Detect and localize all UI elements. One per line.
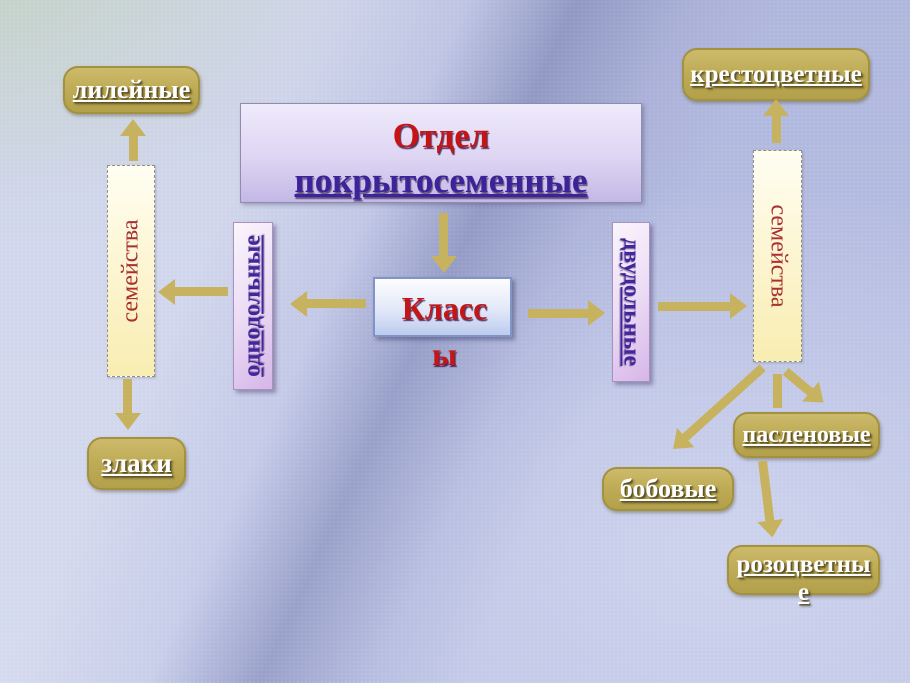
arrow-families-right-to-solanaceae	[783, 367, 832, 413]
arrow-solanaceae-to-rosaceae	[757, 460, 786, 540]
division-word: Отдел	[392, 116, 490, 155]
classes-label: Класс ы	[401, 290, 488, 372]
node-solanaceae: пасленовые	[733, 412, 880, 458]
node-rosaceae: розоцветны е	[727, 545, 880, 606]
node-grasses: злаки	[87, 437, 186, 490]
families-left-label: семейства	[117, 219, 144, 323]
node-classes: Класс ы	[373, 277, 512, 372]
division-name: покрытосеменные	[294, 161, 588, 200]
families-right-label: семейства	[765, 204, 791, 308]
monocots-label: однодольные	[239, 235, 266, 377]
node-families-left: семейства	[107, 165, 155, 377]
node-liliaceae: лилейные	[63, 66, 200, 114]
node-monocots: однодольные	[233, 222, 273, 390]
dicots-label: двудольные	[618, 238, 645, 366]
node-division-title: Отдел покрытосеменные	[240, 103, 642, 203]
node-dicots: двудольные	[612, 222, 650, 382]
node-families-right: семейства	[753, 150, 802, 362]
node-brassicaceae: крестоцветные	[682, 48, 870, 101]
node-fabaceae: бобовые	[602, 467, 734, 511]
